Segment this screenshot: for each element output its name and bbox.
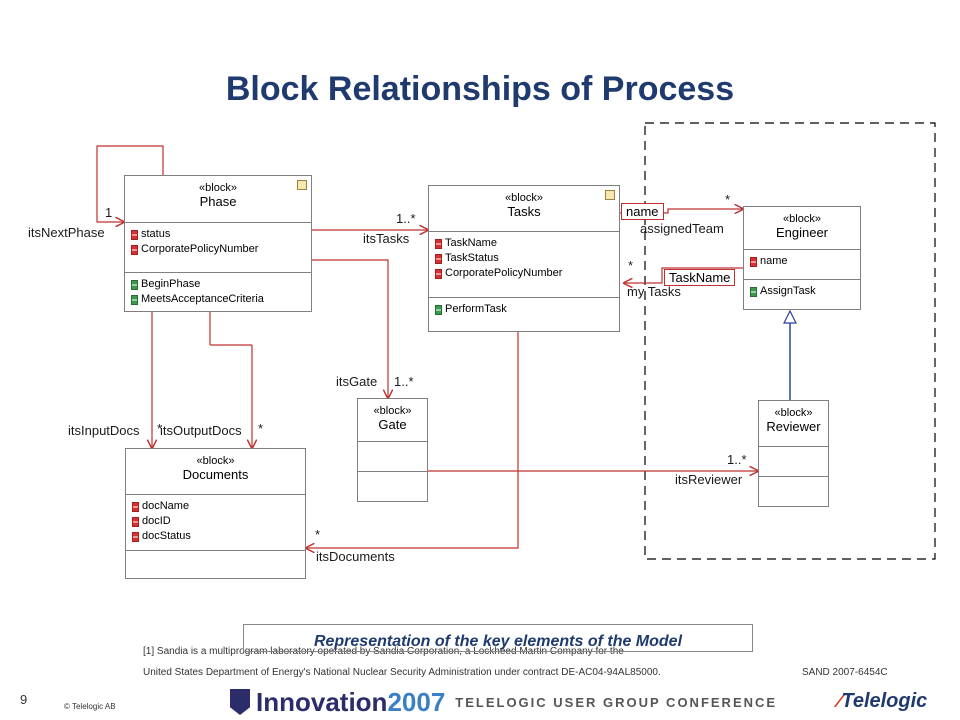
role-itsTasks: itsTasks	[363, 231, 410, 246]
role-assignedTeam: assignedTeam	[640, 221, 724, 236]
attribute-row: CorporatePolicyNumber	[131, 242, 311, 257]
attribute-row: status	[131, 227, 311, 242]
block-phase[interactable]: «block» Phase status CorporatePolicyNumb…	[124, 175, 312, 312]
multiplicity-tasks: 1..*	[396, 211, 416, 226]
block-reviewer[interactable]: «block» Reviewer	[758, 400, 829, 507]
block-documents[interactable]: «block» Documents docName docID docStatu…	[125, 448, 306, 579]
model-caption: Representation of the key elements of th…	[243, 624, 753, 652]
role-itsGate: itsGate	[336, 374, 378, 389]
innovation-year: 2007	[387, 686, 446, 717]
assoc-itsDocuments	[306, 332, 519, 548]
assoc-itsNextPhase	[96, 145, 164, 222]
block-stereotype: «block»	[373, 405, 412, 417]
page-number: 9	[20, 692, 28, 707]
lock-icon	[297, 180, 307, 190]
multiplicity-gate: 1..*	[394, 374, 414, 389]
role-itsDocuments: itsDocuments	[316, 549, 395, 564]
telelogic-mark-icon: ⁄	[838, 690, 842, 712]
attribute-icon	[435, 238, 442, 249]
block-name: Documents	[182, 467, 249, 482]
innovation-badge-icon	[230, 689, 250, 715]
footnote-line-2: United States Department of Energy's Nat…	[143, 667, 661, 678]
copyright: © Telelogic AB	[64, 702, 116, 711]
telelogic-logo: ⁄Telelogic	[838, 690, 927, 713]
package-boundary	[644, 122, 936, 560]
block-stereotype: «block»	[774, 407, 813, 419]
attribute-row: TaskName	[435, 236, 619, 251]
block-stereotype: «block»	[196, 455, 235, 467]
multiplicity-mytasks: *	[628, 258, 634, 273]
conference-name: TELELOGIC USER GROUP CONFERENCE	[455, 694, 778, 710]
innovation-banner: Innovation 2007 TELELOGIC USER GROUP CON…	[230, 684, 777, 720]
qualifier-taskname: TaskName	[664, 269, 736, 286]
attribute-row: name	[750, 254, 860, 269]
role-itsNextPhase: itsNextPhase	[28, 225, 105, 240]
attribute-icon	[131, 229, 138, 240]
innovation-word: Innovation	[256, 686, 388, 717]
block-engineer[interactable]: «block» Engineer name AssignTask	[743, 206, 861, 310]
operation-icon	[435, 304, 442, 315]
generalization-triangle	[783, 309, 797, 324]
block-name: Reviewer	[766, 419, 821, 434]
operation-row: BeginPhase	[131, 277, 311, 292]
operation-row: PerformTask	[435, 302, 619, 317]
operation-row: MeetsAcceptanceCriteria	[131, 292, 311, 307]
operation-icon	[131, 294, 138, 305]
block-name: Gate	[378, 417, 407, 432]
multiplicity-output: *	[258, 421, 264, 436]
block-stereotype: «block»	[199, 182, 237, 194]
attribute-row: docID	[132, 514, 305, 529]
attribute-icon	[750, 256, 757, 267]
slide-title: Block Relationships of Process	[225, 70, 735, 108]
block-gate[interactable]: «block» Gate	[357, 398, 428, 502]
attribute-row: TaskStatus	[435, 251, 619, 266]
attribute-icon	[435, 268, 442, 279]
brand-name: Telelogic	[841, 690, 928, 712]
operation-icon	[750, 286, 757, 297]
block-stereotype: «block»	[783, 213, 821, 225]
attribute-icon	[132, 531, 139, 542]
role-itsInputDocs: itsInputDocs	[68, 423, 140, 438]
multiplicity-reviewer: 1..*	[727, 452, 747, 467]
attribute-row: CorporatePolicyNumber	[435, 266, 619, 281]
assoc-myTasks	[624, 267, 743, 283]
multiplicity-docs: *	[315, 527, 321, 542]
role-itsOutputDocs: itsOutputDocs	[160, 423, 242, 438]
block-name: Phase	[199, 194, 237, 209]
multiplicity-next: 1	[105, 205, 113, 220]
operation-icon	[131, 279, 138, 290]
multiplicity-input: *	[157, 421, 163, 436]
role-myTasks: my Tasks	[627, 284, 681, 299]
block-name: Engineer	[775, 225, 829, 240]
sand-id: SAND 2007-6454C	[802, 667, 888, 678]
attribute-row: docName	[132, 499, 305, 514]
block-tasks[interactable]: «block» Tasks TaskName TaskStatus Corpor…	[428, 185, 620, 332]
lock-icon	[605, 190, 615, 200]
multiplicity-team: *	[725, 192, 731, 207]
block-name: Tasks	[507, 204, 541, 219]
role-itsReviewer: itsReviewer	[675, 472, 743, 487]
attribute-icon	[132, 516, 139, 527]
attribute-icon	[132, 501, 139, 512]
operation-row: AssignTask	[750, 284, 860, 299]
attribute-icon	[435, 253, 442, 264]
block-stereotype: «block»	[505, 192, 543, 204]
attribute-row: docStatus	[132, 529, 305, 544]
qualifier-name: name	[621, 203, 664, 220]
attribute-icon	[131, 244, 138, 255]
